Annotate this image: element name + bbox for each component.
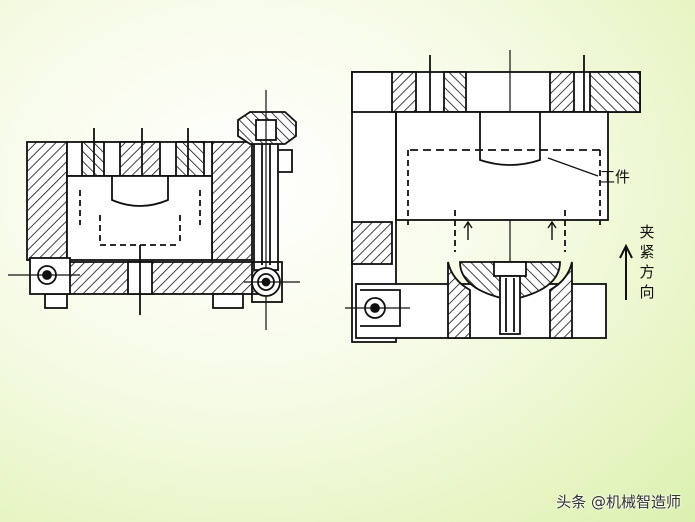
right-fixture [345, 50, 641, 343]
left-fixture [8, 90, 300, 330]
left-fixture-workpiece [111, 175, 169, 207]
clamp-direction-label: 夹 紧 方 向 [637, 222, 657, 302]
clamp-direction-char: 夹 [639, 223, 655, 241]
watermark: 头条 @机械智造师 [556, 493, 681, 511]
clamp-direction-arrow [619, 243, 633, 300]
clamp-direction-char: 方 [639, 263, 655, 281]
workpiece-label: 工件 [600, 168, 631, 186]
left-fixture-left-wall [26, 141, 68, 261]
clamp-direction-char: 向 [639, 283, 655, 301]
right-fixture-pin [493, 261, 527, 277]
right-fixture-workpiece [395, 111, 609, 221]
left-fixture-right-wall [211, 141, 253, 261]
left-fixture-base [54, 261, 271, 295]
clamp-direction-char: 紧 [639, 243, 655, 261]
